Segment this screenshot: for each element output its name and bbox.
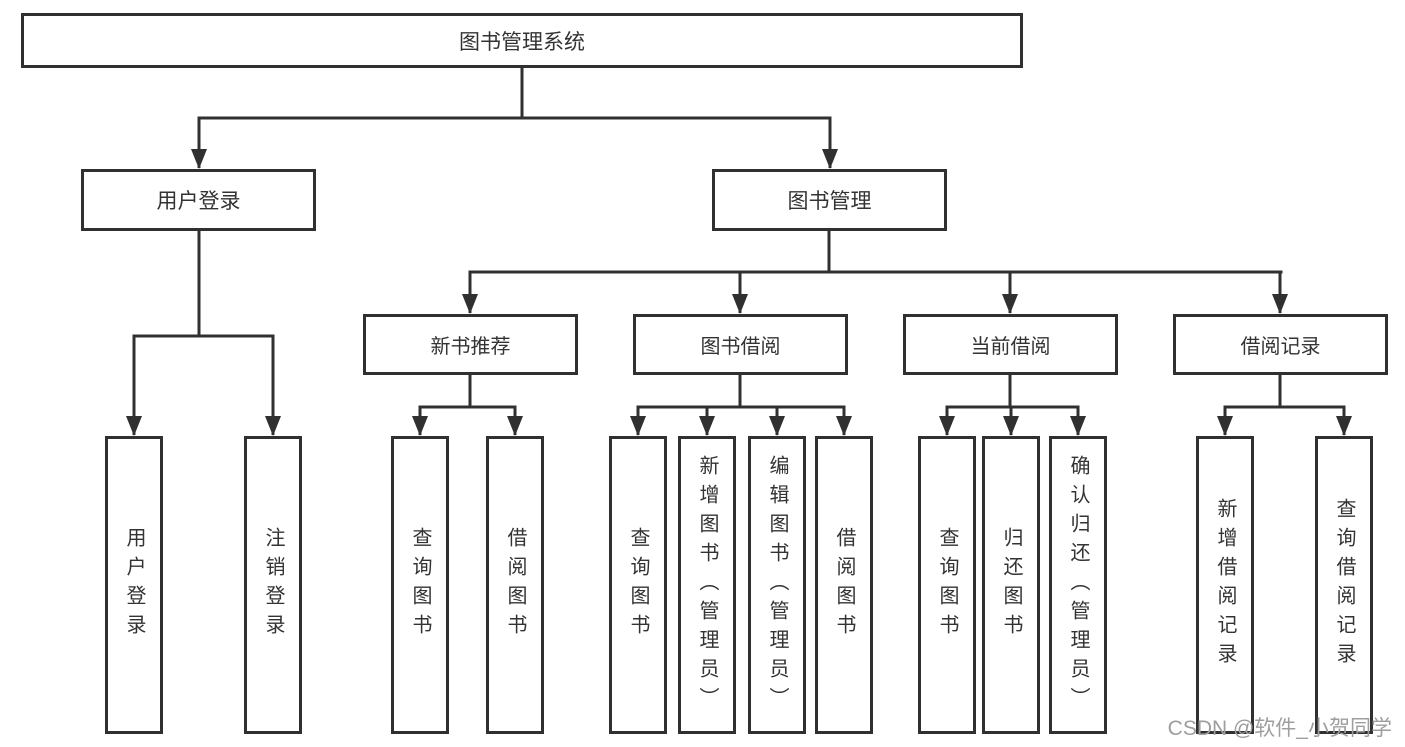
leaf-query-books-borrow: 查询图书 bbox=[609, 436, 667, 734]
node-label: 编辑图书（管理员） bbox=[766, 454, 788, 716]
node-label: 图书管理 bbox=[787, 190, 872, 213]
node-label: 新书推荐 bbox=[430, 336, 511, 358]
leaf-logout: 注销登录 bbox=[244, 436, 302, 734]
leaf-borrow-books: 借阅图书 bbox=[815, 436, 873, 734]
leaf-query-borrow-record: 查询借阅记录 bbox=[1315, 436, 1373, 734]
node-label: 图书管理系统 bbox=[459, 30, 585, 54]
watermark-text: CSDN @软件_小贺同学 bbox=[1167, 717, 1392, 740]
leaf-edit-book-admin: 编辑图书（管理员） bbox=[748, 436, 806, 734]
node-label: 新增借阅记录 bbox=[1214, 498, 1236, 672]
node-borrowing-records: 借阅记录 bbox=[1173, 314, 1388, 375]
node-label: 借阅图书 bbox=[833, 527, 855, 643]
node-label: 借阅图书 bbox=[504, 527, 526, 643]
node-book-borrowing: 图书借阅 bbox=[633, 314, 848, 375]
node-label: 查询借阅记录 bbox=[1333, 498, 1355, 672]
leaf-query-books-recommend: 查询图书 bbox=[391, 436, 449, 734]
leaf-add-borrow-record: 新增借阅记录 bbox=[1196, 436, 1254, 734]
node-label: 查询图书 bbox=[409, 527, 431, 643]
node-label: 用户登录 bbox=[123, 527, 145, 643]
node-label: 用户登录 bbox=[156, 190, 241, 213]
leaf-borrow-books-recommend: 借阅图书 bbox=[486, 436, 544, 734]
node-library-system: 图书管理系统 bbox=[21, 13, 1023, 68]
node-label: 借阅记录 bbox=[1240, 336, 1321, 358]
node-user-login: 用户登录 bbox=[81, 169, 316, 231]
node-label: 查询图书 bbox=[627, 527, 649, 643]
leaf-query-books-current: 查询图书 bbox=[918, 436, 976, 734]
leaf-add-book-admin: 新增图书（管理员） bbox=[678, 436, 736, 734]
node-label: 确认归还（管理员） bbox=[1067, 454, 1089, 716]
node-book-management: 图书管理 bbox=[712, 169, 947, 231]
leaf-confirm-return-admin: 确认归还（管理员） bbox=[1049, 436, 1107, 734]
leaf-return-book: 归还图书 bbox=[982, 436, 1040, 734]
node-new-book-recommend: 新书推荐 bbox=[363, 314, 578, 375]
node-label: 归还图书 bbox=[1000, 527, 1022, 643]
leaf-user-login: 用户登录 bbox=[105, 436, 163, 734]
node-current-borrowing: 当前借阅 bbox=[903, 314, 1118, 375]
node-label: 图书借阅 bbox=[700, 336, 781, 358]
node-label: 查询图书 bbox=[936, 527, 958, 643]
node-label: 新增图书（管理员） bbox=[696, 454, 718, 716]
node-label: 当前借阅 bbox=[970, 336, 1051, 358]
node-label: 注销登录 bbox=[262, 527, 284, 643]
